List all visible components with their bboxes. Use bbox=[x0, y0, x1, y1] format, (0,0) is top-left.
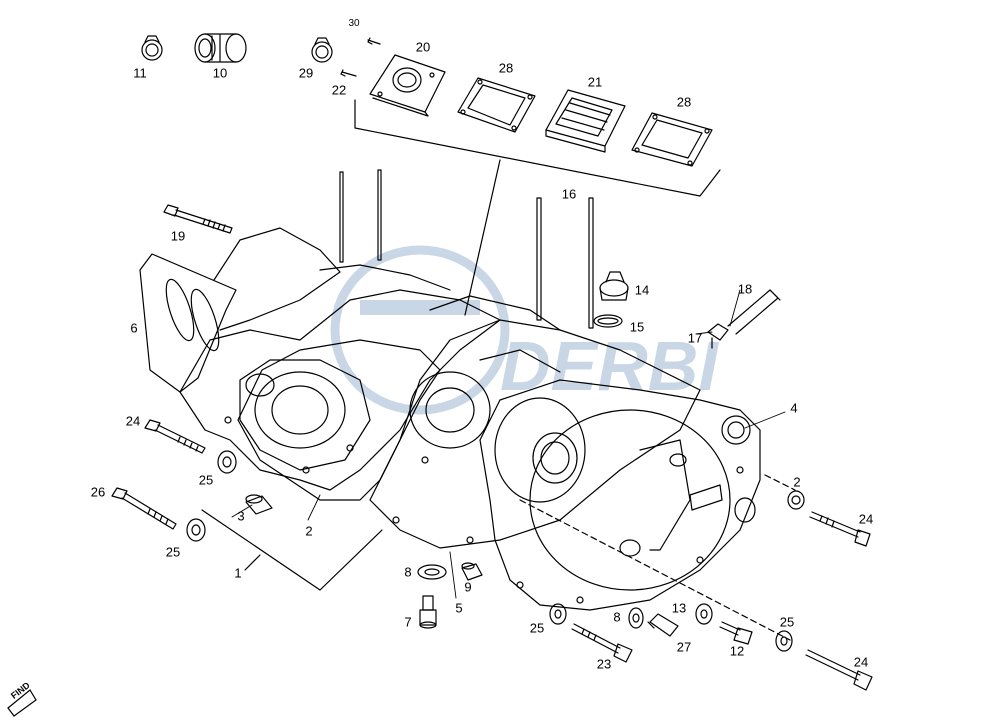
part-11-clamp[interactable] bbox=[141, 35, 163, 61]
part-26-bolt[interactable] bbox=[111, 487, 177, 530]
callout-2-middle: 2 bbox=[305, 523, 313, 539]
callout-19: 19 bbox=[170, 228, 186, 244]
callout-1: 1 bbox=[234, 565, 242, 581]
callout-17: 17 bbox=[687, 330, 703, 346]
callout-23: 23 bbox=[596, 656, 612, 672]
callout-13: 13 bbox=[671, 600, 687, 616]
part-21-reed-valve[interactable] bbox=[545, 89, 626, 153]
part-8-washer-bottom[interactable] bbox=[628, 607, 644, 629]
watermark-text: DERBI bbox=[500, 327, 719, 405]
callout-18: 18 bbox=[737, 281, 753, 297]
part-7-drain-plug[interactable] bbox=[419, 595, 437, 629]
part-8-washer-lower[interactable] bbox=[417, 564, 447, 580]
part-22-screw[interactable] bbox=[340, 69, 357, 77]
part-9-dowel[interactable] bbox=[461, 562, 483, 581]
callout-27: 27 bbox=[676, 639, 692, 655]
callout-7: 7 bbox=[404, 614, 412, 630]
part-25-washer-center[interactable] bbox=[549, 603, 567, 625]
callout-4: 4 bbox=[790, 400, 798, 416]
crankcase-bracket bbox=[201, 509, 383, 591]
part-14-filler-plug[interactable] bbox=[599, 271, 629, 301]
part-15-o-ring[interactable] bbox=[593, 314, 623, 328]
alignment-line-2 bbox=[764, 474, 796, 491]
callout-12: 12 bbox=[729, 643, 745, 659]
callout-28-right: 28 bbox=[676, 94, 692, 110]
part-4-clutch-cover[interactable] bbox=[479, 379, 761, 611]
part-25-washer-left[interactable] bbox=[217, 450, 237, 474]
part-25-washer-right-bottom[interactable] bbox=[775, 630, 793, 652]
callout-26: 26 bbox=[90, 484, 106, 500]
part-28-gasket-left[interactable] bbox=[457, 77, 536, 133]
callout-15: 15 bbox=[629, 319, 645, 335]
part-24-bolt-bottom-right[interactable] bbox=[805, 649, 873, 691]
callout-25-left: 25 bbox=[198, 472, 214, 488]
intake-group-bracket bbox=[354, 99, 721, 197]
part-2-washer-right[interactable] bbox=[787, 490, 805, 510]
leader-1 bbox=[244, 554, 261, 571]
part-6-gasket[interactable] bbox=[139, 253, 237, 393]
callout-22: 22 bbox=[331, 82, 347, 98]
callout-2-right: 2 bbox=[793, 474, 801, 490]
find-logo[interactable] bbox=[7, 689, 37, 717]
callout-30: 30 bbox=[348, 18, 360, 29]
part-25-washer-lower-left[interactable] bbox=[186, 518, 206, 542]
part-2-gasket-middle[interactable] bbox=[237, 339, 441, 501]
callout-3: 3 bbox=[237, 508, 245, 524]
part-13-washer[interactable] bbox=[695, 603, 713, 625]
callout-9: 9 bbox=[464, 579, 472, 595]
callout-6: 6 bbox=[130, 320, 138, 336]
watermark-logo: DERBI bbox=[330, 245, 719, 415]
part-24-bolt-left[interactable] bbox=[144, 419, 206, 454]
alignment-line bbox=[519, 499, 791, 641]
callout-21: 21 bbox=[587, 74, 603, 90]
part-27-plug[interactable] bbox=[647, 613, 679, 637]
callout-28-left: 28 bbox=[498, 60, 514, 76]
callout-25-lower-left: 25 bbox=[165, 544, 181, 560]
leader-intake-group bbox=[464, 159, 501, 316]
part-16-studs[interactable] bbox=[339, 169, 594, 329]
callout-24-bottom: 24 bbox=[853, 654, 869, 670]
crankcase-right-half[interactable] bbox=[369, 295, 701, 549]
part-19-bolt[interactable] bbox=[163, 204, 233, 234]
callout-11: 11 bbox=[133, 65, 147, 81]
part-30-screw[interactable] bbox=[367, 37, 381, 45]
callout-8-bottom: 8 bbox=[613, 609, 621, 625]
part-17-fitting[interactable] bbox=[707, 323, 729, 349]
part-3-dowel[interactable] bbox=[245, 494, 273, 515]
callout-16: 16 bbox=[561, 186, 577, 202]
callout-25-center: 25 bbox=[529, 620, 545, 636]
part-28-gasket-right[interactable] bbox=[631, 112, 713, 167]
callout-29: 29 bbox=[298, 65, 314, 81]
part-20-intake-manifold[interactable] bbox=[369, 54, 446, 117]
callout-25-right: 25 bbox=[779, 614, 795, 630]
leader-lines bbox=[231, 289, 786, 599]
callout-20: 20 bbox=[415, 39, 431, 55]
callout-14: 14 bbox=[634, 282, 650, 298]
part-29-clamp[interactable] bbox=[311, 37, 333, 63]
part-23-bolt[interactable] bbox=[571, 623, 633, 663]
callout-8-lower: 8 bbox=[404, 564, 412, 580]
callout-24-left: 24 bbox=[125, 413, 141, 429]
part-10-intake-hose[interactable] bbox=[194, 33, 247, 63]
callout-24-right: 24 bbox=[858, 511, 874, 527]
part-12-bolt[interactable] bbox=[719, 621, 753, 645]
callout-10: 10 bbox=[212, 65, 228, 81]
callout-5: 5 bbox=[455, 600, 463, 616]
part-18-breather-hose[interactable] bbox=[727, 289, 781, 335]
part-24-bolt-right[interactable] bbox=[809, 511, 871, 547]
